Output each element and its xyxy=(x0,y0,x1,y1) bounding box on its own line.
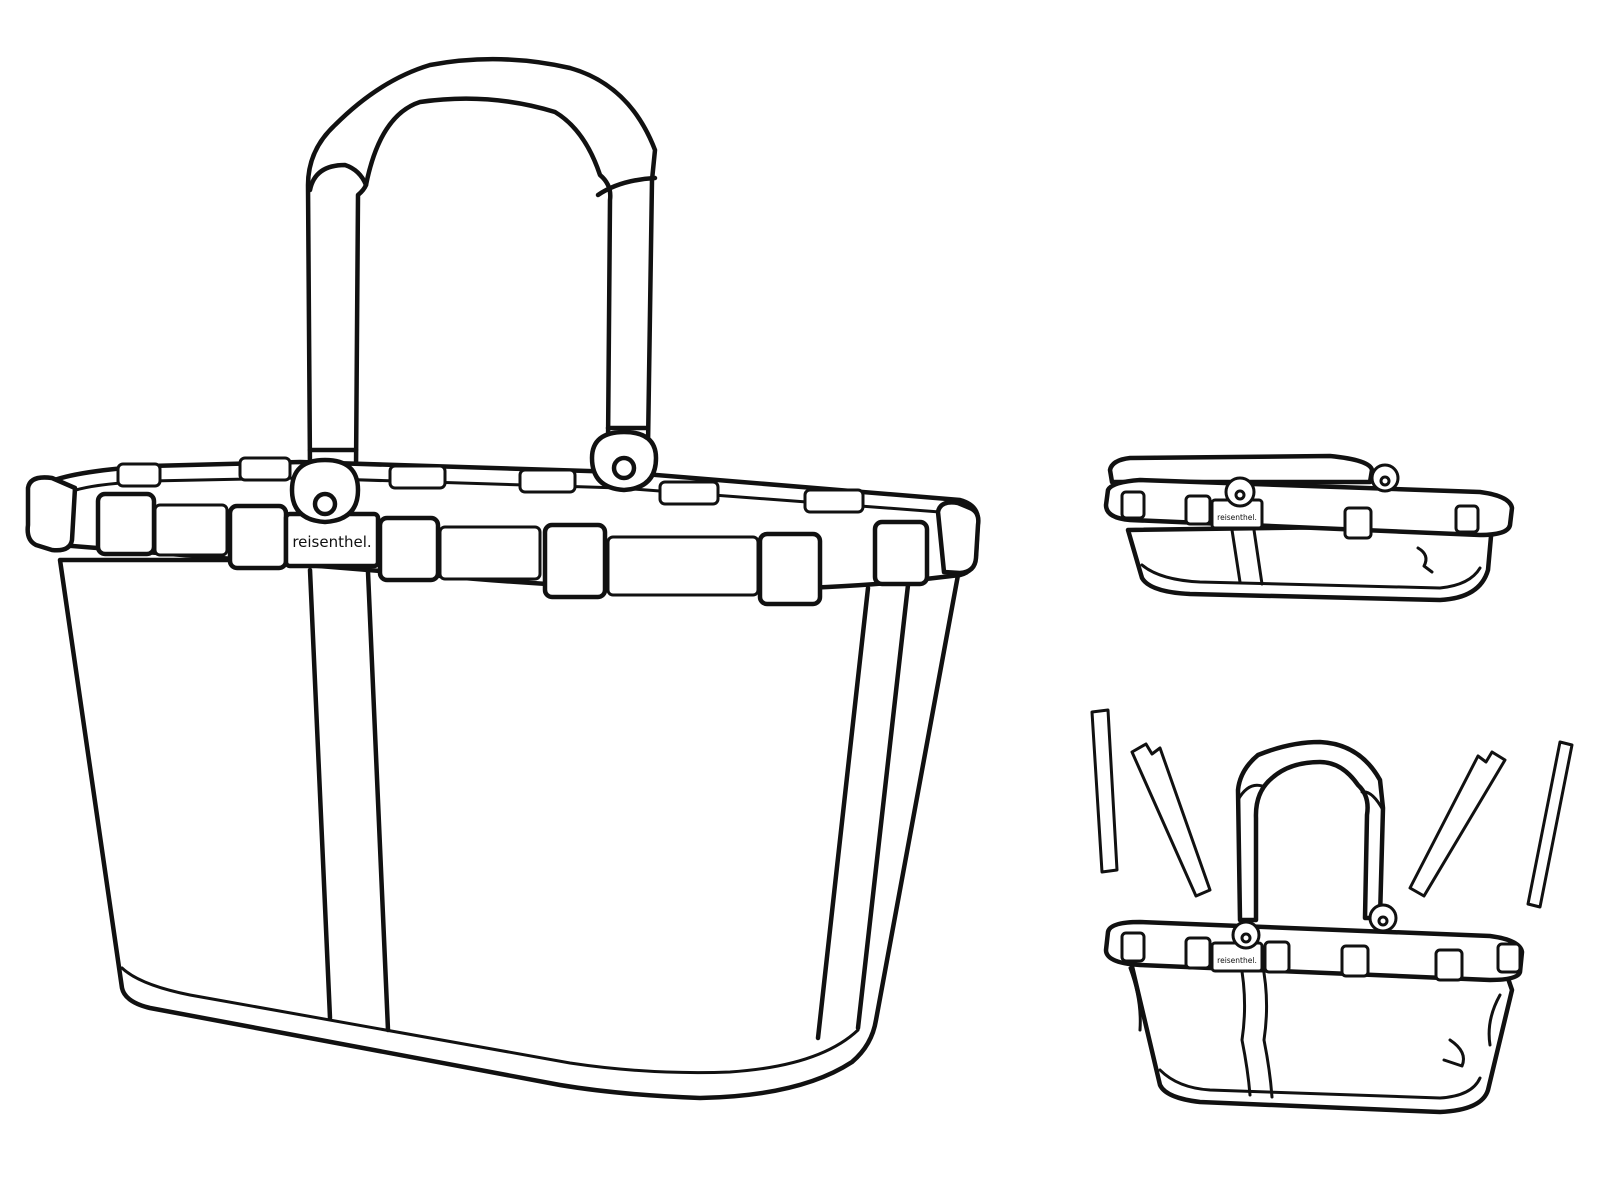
main-hinge-right xyxy=(589,429,659,493)
main-basket-rim: reisenthel. xyxy=(25,456,981,607)
loose-inserts xyxy=(1090,708,1574,909)
brand-label-folded: reisenthel. xyxy=(1217,513,1257,522)
main-basket-body xyxy=(57,557,961,1101)
main-basket-handle xyxy=(305,56,658,473)
main-hinge-left xyxy=(289,457,361,525)
inserts-removed-basket: reisenthel. xyxy=(1090,708,1574,1115)
brand-label-small: reisenthel. xyxy=(1217,956,1257,965)
folded-basket: reisenthel. xyxy=(1103,453,1515,603)
brand-label: reisenthel. xyxy=(292,533,371,551)
main-basket: reisenthel. xyxy=(25,56,981,1101)
rim-clips xyxy=(95,456,930,607)
